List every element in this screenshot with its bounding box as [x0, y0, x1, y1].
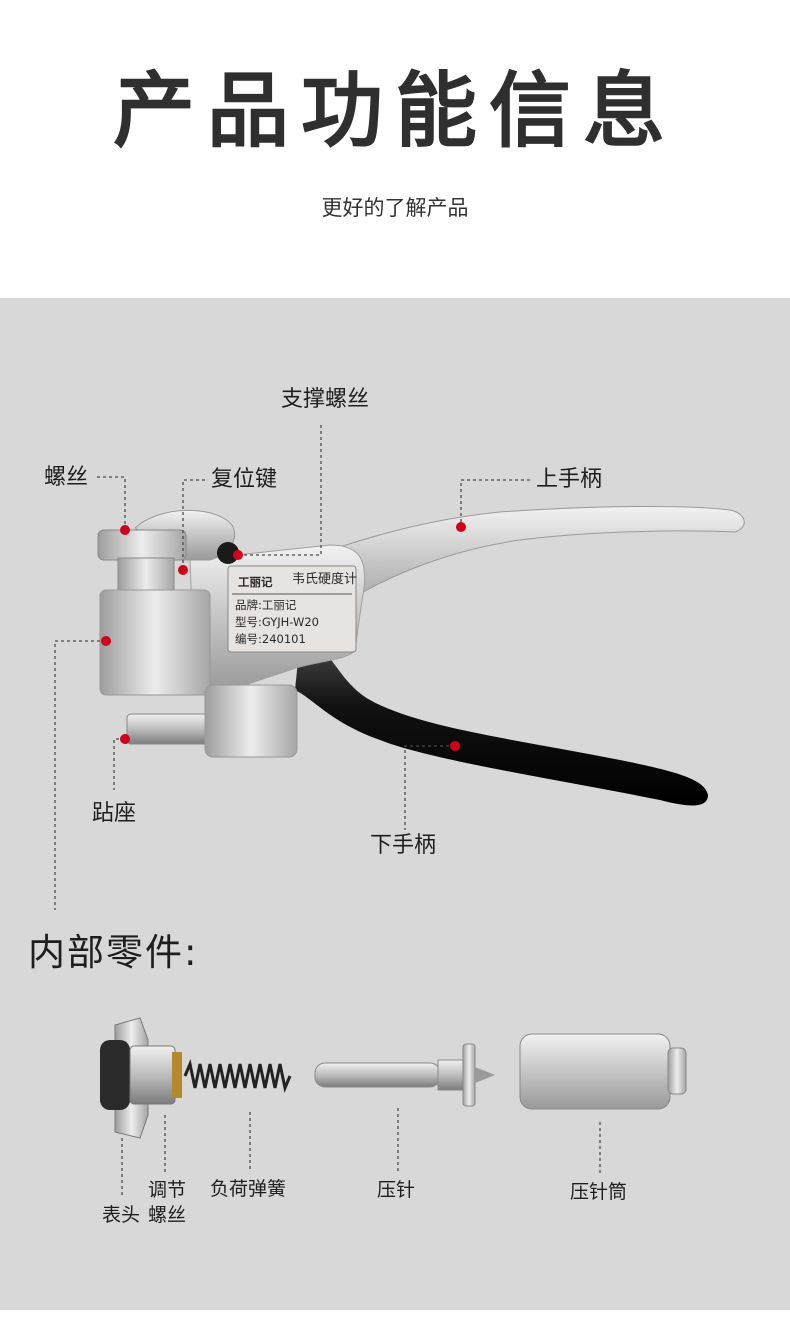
nameplate-model: 型号:GYJH-W20 [235, 615, 319, 629]
nameplate-bg [227, 565, 357, 653]
leader-lines [54, 425, 530, 910]
label-indenter-sleeve: 压针筒 [570, 1181, 628, 1203]
gauge-head-part [100, 1017, 182, 1139]
parts-section-title: 内部零件: [28, 931, 199, 974]
label-anvil: 跕座 [92, 801, 137, 826]
label-lower-handle: 下手柄 [370, 833, 437, 858]
label-indenter: 压针 [377, 1179, 416, 1201]
label-screw: 螺丝 [44, 465, 89, 490]
header-section: 产品功能信息 更好的了解产品 [0, 0, 790, 298]
feature-panel [0, 298, 790, 1310]
label-support-screw: 支撑螺丝 [281, 387, 370, 412]
label-adjust-line1: 调节 [148, 1179, 187, 1201]
anvil-block [204, 684, 298, 758]
lower-handle-shape [295, 640, 708, 806]
marker-dots [101, 522, 466, 751]
page-title: 产品功能信息 [112, 64, 677, 159]
indenter-part [314, 1043, 495, 1107]
nameplate-brand: 品牌:工丽记 [235, 598, 297, 612]
label-load-spring: 负荷弹簧 [210, 1178, 287, 1200]
gauge-cap [97, 529, 187, 561]
parts-leader-lines [121, 1108, 601, 1195]
nameplate-serial: 编号:240101 [235, 632, 306, 646]
nameplate-logo: 工丽记 [238, 575, 273, 589]
indenter-sleeve-part [519, 1033, 687, 1110]
upper-handle-shape [299, 505, 745, 621]
label-upper-handle: 上手柄 [536, 467, 603, 492]
gauge-cylinder [117, 557, 175, 595]
label-adjust-line2: 螺丝 [148, 1204, 187, 1226]
pivot-knob [217, 542, 239, 564]
bottom-strip [0, 1310, 790, 1343]
page-subtitle: 更好的了解产品 [321, 196, 469, 220]
label-reset-key: 复位键 [211, 467, 278, 492]
load-spring-part [183, 1058, 292, 1094]
gauge-block [99, 589, 211, 696]
label-gauge-head: 表头 [102, 1204, 141, 1226]
nameplate-product: 韦氏硬度计 [292, 572, 358, 587]
